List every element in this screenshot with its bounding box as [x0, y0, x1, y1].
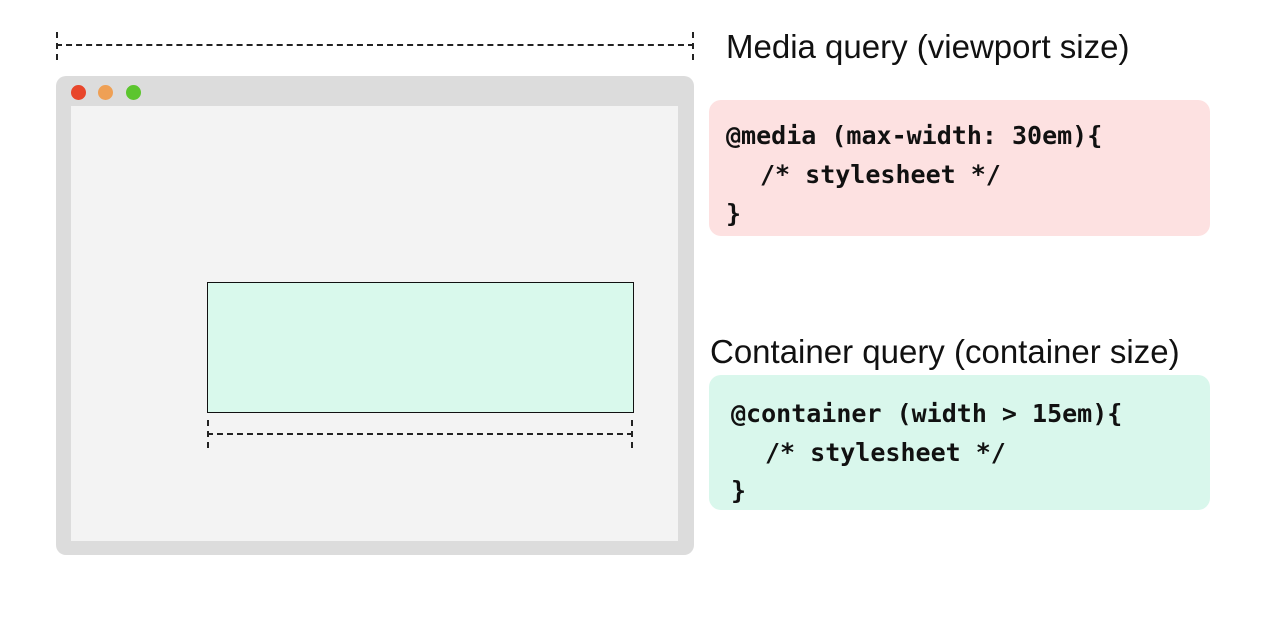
close-dot-icon — [71, 85, 86, 100]
container-dimension-right-tick — [631, 420, 633, 448]
viewport-dimension-left-tick — [56, 32, 58, 60]
viewport-width-dimension-line — [56, 44, 694, 46]
container-query-code-line-3: } — [731, 476, 747, 505]
container-query-code-line-2: /* stylesheet */ — [765, 438, 1006, 467]
container-width-dimension-line — [207, 433, 633, 435]
container-dimension-left-tick — [207, 420, 209, 448]
container-query-label: Container query (container size) — [710, 333, 1180, 370]
media-query-code-box: @media (max-width: 30em){ /* stylesheet … — [709, 100, 1210, 236]
container-query-code-line-1: @container (width > 15em){ — [731, 399, 1123, 428]
media-query-code-line-1: @media (max-width: 30em){ — [726, 121, 1103, 150]
viewport-dimension-right-tick — [692, 32, 694, 60]
maximize-dot-icon — [126, 85, 141, 100]
minimize-dot-icon — [98, 85, 113, 100]
media-query-code-line-3: } — [726, 199, 742, 228]
media-query-label: Media query (viewport size) — [726, 28, 1130, 65]
container-query-code-box: @container (width > 15em){ /* stylesheet… — [709, 375, 1210, 510]
container-element — [207, 282, 634, 413]
media-query-code-line-2: /* stylesheet */ — [760, 160, 1001, 189]
